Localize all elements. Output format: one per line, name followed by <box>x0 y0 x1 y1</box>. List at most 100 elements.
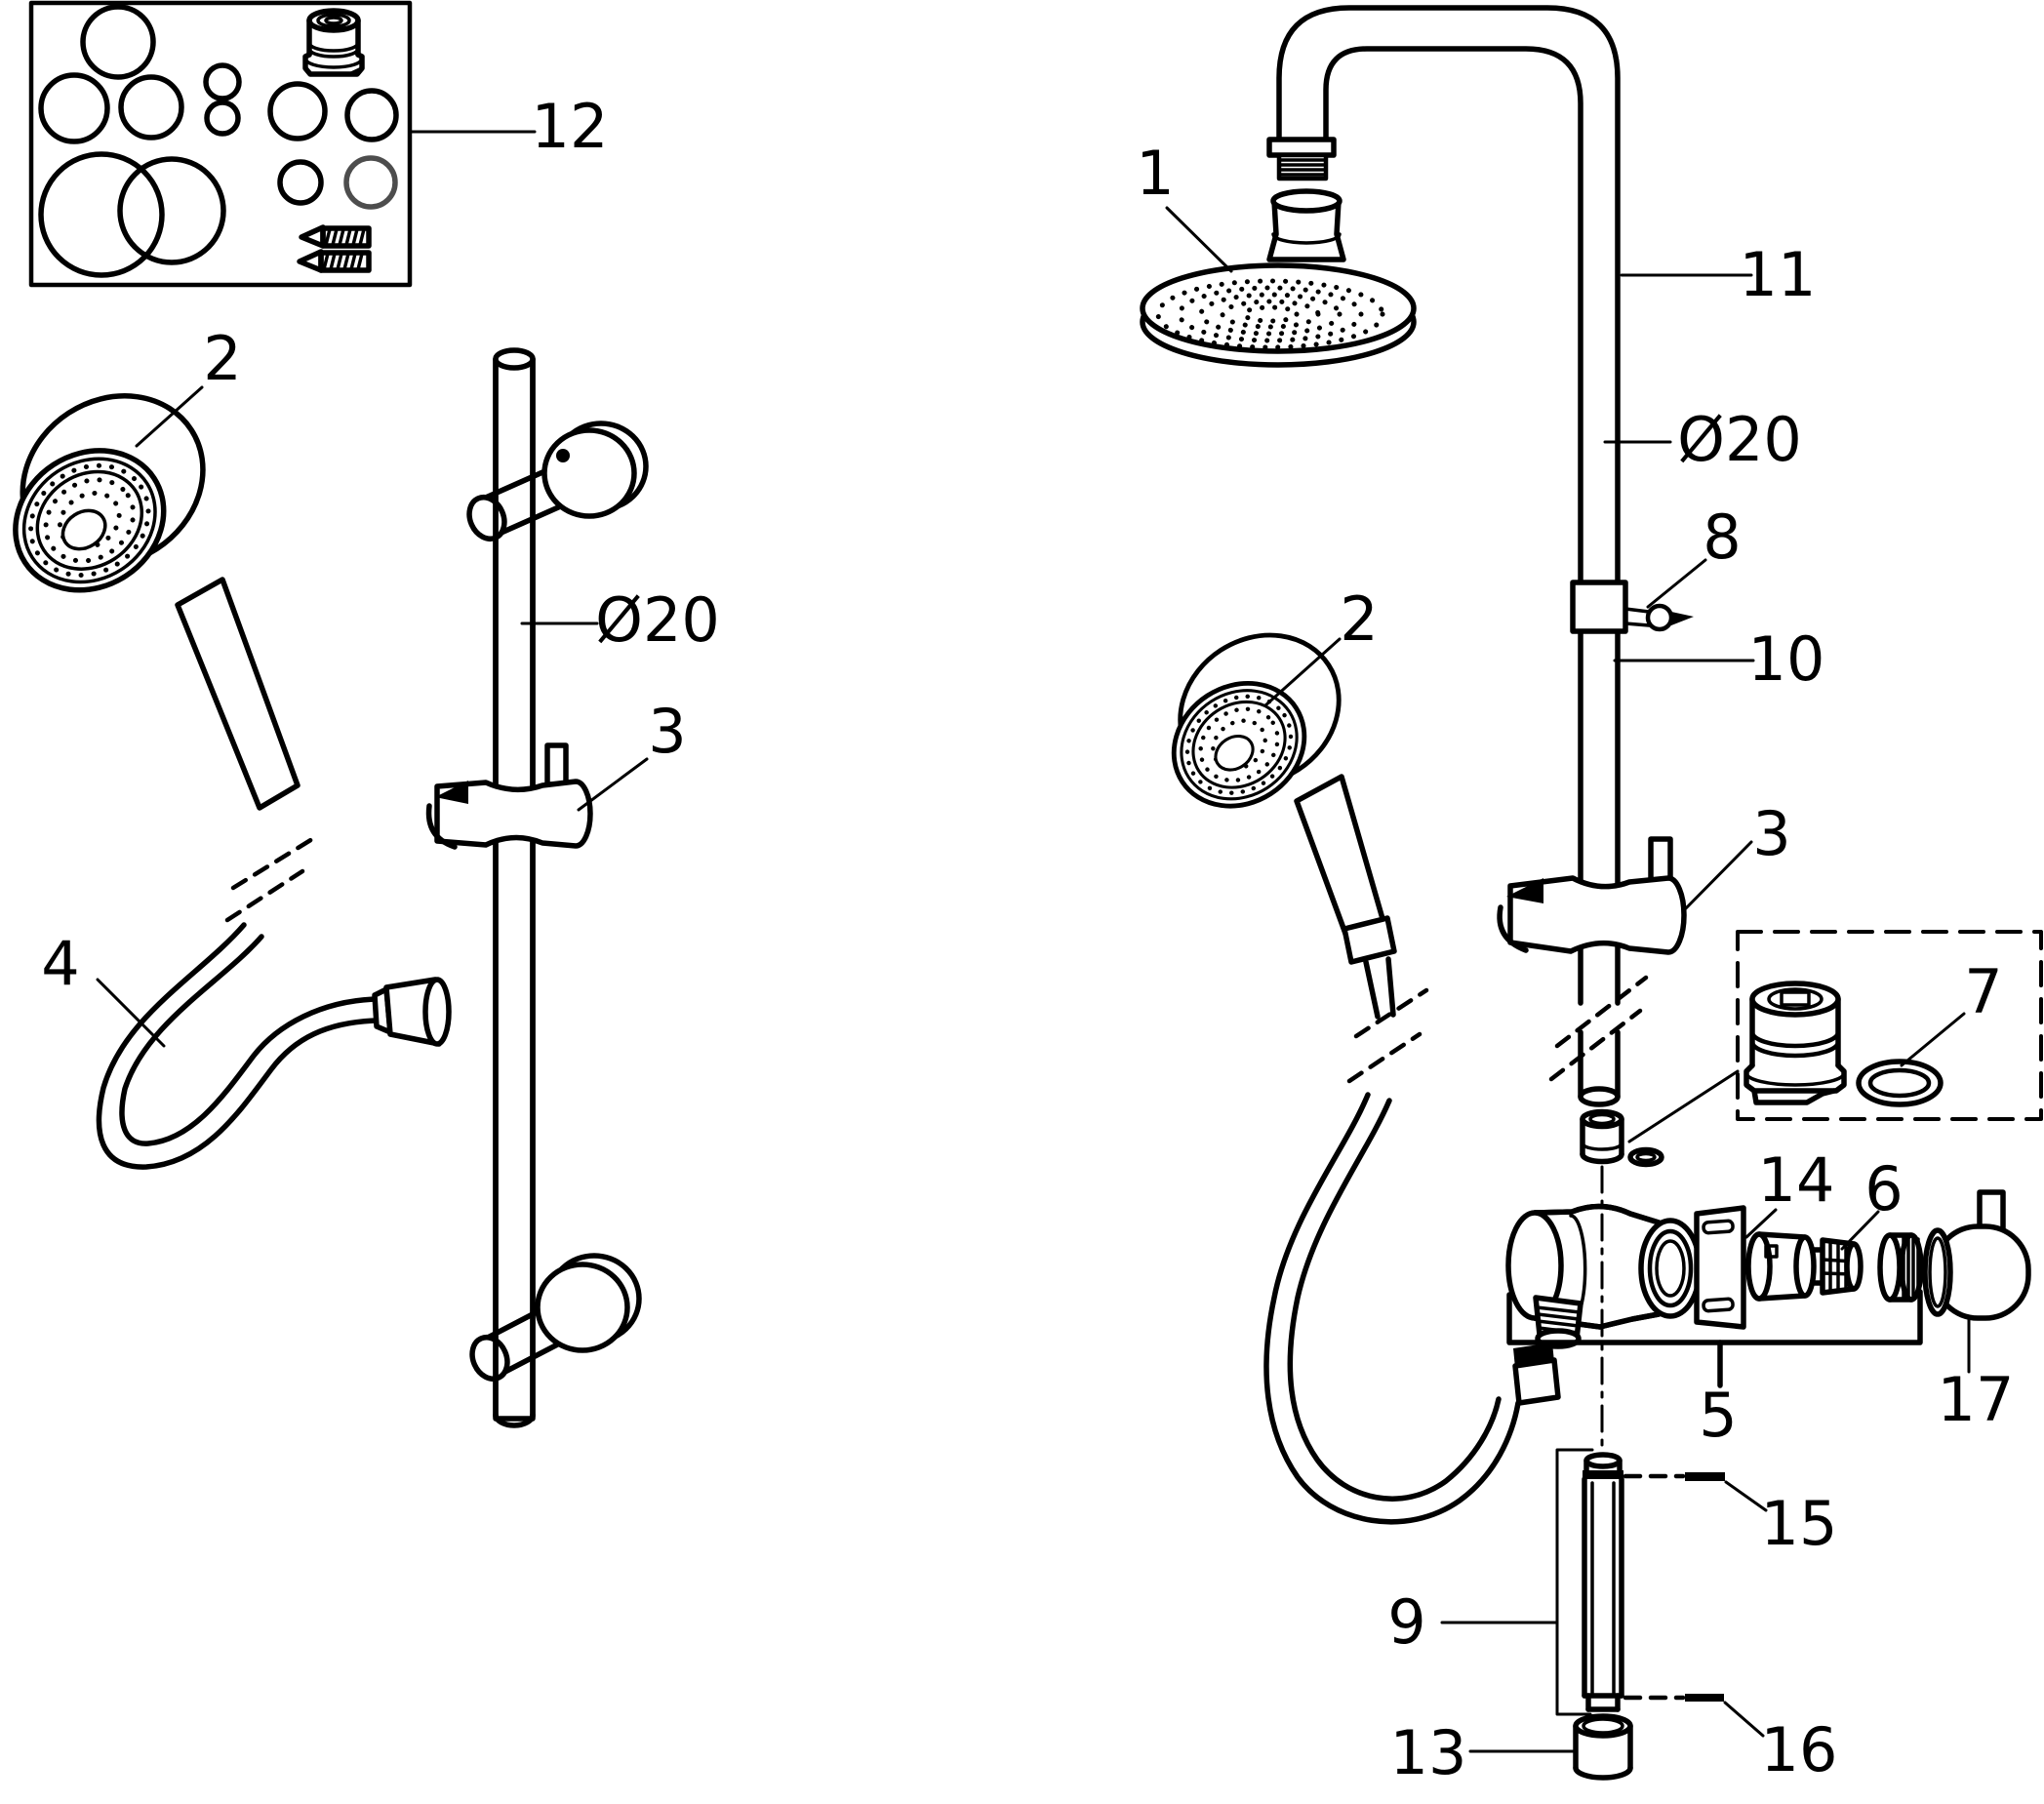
kit-cartridge-icon <box>302 8 365 77</box>
thread <box>1276 152 1329 181</box>
service-kit-box <box>28 0 413 288</box>
shower-hose-left <box>96 922 452 1170</box>
break-line <box>1548 1008 1643 1082</box>
rubber-seal-gray <box>343 155 398 210</box>
o-ring-small <box>204 100 241 137</box>
mounting-plate-14 <box>1694 1205 1746 1330</box>
o-ring-small <box>1635 1151 1657 1163</box>
label-17: 17 <box>1938 1364 2015 1435</box>
o-ring-small <box>1627 1146 1664 1168</box>
leader-4 <box>96 978 166 1048</box>
spray-dots <box>1241 304 1300 324</box>
label-6: 6 <box>1864 1153 1903 1224</box>
label-12: 12 <box>532 91 609 162</box>
o-ring <box>267 81 328 141</box>
leader-16 <box>1723 1701 1765 1738</box>
slider-holder-right <box>1497 836 1687 955</box>
o-ring-large <box>117 156 226 265</box>
rubber-seal-black <box>277 159 324 206</box>
pipe-clamp <box>1570 580 1694 634</box>
leader-3-right <box>1682 840 1753 912</box>
leader-14 <box>1744 1208 1778 1239</box>
check-valve-fitting <box>1580 1108 1664 1168</box>
diverter-holder-body <box>1505 1203 1703 1349</box>
o-ring <box>38 72 110 144</box>
label-dia20-right: Ø20 <box>1677 404 1802 475</box>
leader-1 <box>1165 206 1233 273</box>
leader-detail-box <box>1627 1069 1740 1143</box>
label-2-left: 2 <box>203 323 241 394</box>
label-5: 5 <box>1699 1380 1737 1451</box>
leader-7 <box>1900 1012 1966 1067</box>
threaded-outlet <box>1533 1295 1583 1349</box>
leader-2-left <box>135 385 204 448</box>
spray-dots <box>1198 292 1343 337</box>
bracket-9 <box>1555 1448 1594 1716</box>
leader-8 <box>1646 558 1707 609</box>
handshower-right <box>1134 605 1429 1084</box>
label-3-left: 3 <box>648 696 686 767</box>
label-13: 13 <box>1390 1717 1467 1788</box>
handle-collar <box>1342 915 1397 965</box>
label-3-right: 3 <box>1752 798 1790 869</box>
break-line <box>1353 987 1429 1039</box>
detail-box-7 <box>1736 930 2043 1121</box>
o-ring-7 <box>1867 1067 1932 1099</box>
seal-15 <box>1685 1472 1725 1481</box>
o-ring <box>118 74 184 140</box>
spray-dots <box>1220 299 1321 330</box>
leader-6 <box>1840 1210 1880 1251</box>
shower-hose-right <box>1263 1092 1561 1525</box>
label-4: 4 <box>41 928 79 999</box>
label-7: 7 <box>1964 956 2002 1027</box>
shower-column-pipe <box>1276 5 1649 1107</box>
label-dia20-left: Ø20 <box>595 584 720 656</box>
wall-bracket-top-flange <box>541 421 649 519</box>
label-15: 15 <box>1761 1488 1838 1559</box>
leader-2-right <box>1263 637 1342 707</box>
o-ring-small <box>203 62 242 101</box>
handshower-handle <box>1294 774 1386 944</box>
bracket-5 <box>1506 1289 1923 1388</box>
o-ring <box>344 88 399 142</box>
lower-column-9 <box>1582 1452 1624 1712</box>
threaded-ring <box>1877 1232 1924 1303</box>
slider-holder-left <box>425 742 593 850</box>
overhead-shower <box>1140 188 1417 368</box>
shower-head-connector <box>1266 188 1346 262</box>
handshower-head <box>0 362 239 618</box>
hose-connector-right <box>1512 1343 1561 1406</box>
handshower-left <box>0 362 315 923</box>
leader-3-left <box>577 757 649 812</box>
wall-bracket-bottom-flange <box>535 1253 642 1353</box>
diverter-cartridge-6 <box>1745 1231 1864 1302</box>
label-14: 14 <box>1758 1144 1835 1216</box>
break-line <box>224 868 305 923</box>
label-1: 1 <box>1136 138 1174 209</box>
label-11: 11 <box>1740 239 1817 310</box>
grub-screw <box>299 224 372 249</box>
label-2-right: 2 <box>1340 583 1378 655</box>
o-ring-large <box>38 151 165 278</box>
shower-arm-thread <box>1266 137 1337 181</box>
seal-16 <box>1685 1694 1724 1702</box>
break-line <box>1554 975 1649 1049</box>
label-16: 16 <box>1761 1714 1838 1785</box>
break-line <box>230 836 315 891</box>
check-valve-cartridge <box>1743 981 1847 1105</box>
hose-connector-left <box>372 977 452 1047</box>
label-9: 9 <box>1387 1586 1425 1658</box>
label-8: 8 <box>1703 501 1741 573</box>
o-ring <box>80 4 156 80</box>
o-ring-7 <box>1856 1059 1944 1107</box>
spray-dots <box>1177 285 1364 343</box>
slide-bar <box>493 347 536 1428</box>
sleeve-13 <box>1573 1713 1633 1781</box>
spray-dots <box>1155 278 1385 350</box>
diverter-knob-17 <box>1922 1189 2031 1321</box>
break-line <box>1346 1031 1423 1084</box>
label-10: 10 <box>1748 623 1825 695</box>
handshower-handle <box>175 577 301 811</box>
